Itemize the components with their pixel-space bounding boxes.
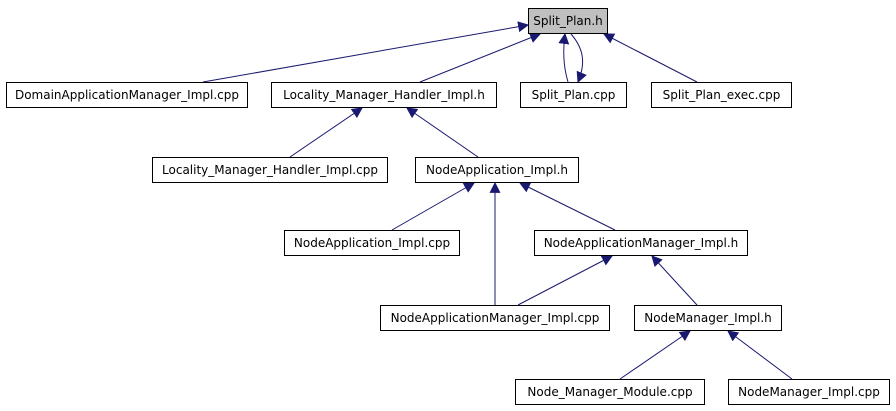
edge-nodeappmgr-cpp-to-nodeappmgr-h (517, 255, 613, 306)
edge-locality-mgr-h-to-split-plan-h (419, 32, 542, 83)
edge-split-plan-h-to-split-plan-cpp (570, 33, 587, 84)
node-nodeapplicationmanager-impl-cpp[interactable]: NodeApplicationManager_Impl.cpp (380, 305, 610, 331)
node-domainapplicationmanager-impl-cpp[interactable]: DomainApplicationManager_Impl.cpp (6, 82, 248, 108)
edge-nodemgr-cpp-to-nodemgr-h (727, 330, 793, 380)
node-nodeapplicationmanager-impl-h[interactable]: NodeApplicationManager_Impl.h (534, 230, 748, 256)
edge-nodeapp-h-to-locality-mgr-h (406, 107, 479, 158)
edge-nodemgr-h-to-nodeappmgr-h (651, 255, 698, 306)
edge-node-mgr-module-cpp-to-nodemgr-h (619, 330, 691, 380)
node-split-plan-cpp[interactable]: Split_Plan.cpp (520, 82, 627, 108)
edge-split-plan-exec-cpp-to-split-plan-h (603, 33, 698, 83)
node-locality-manager-handler-impl-cpp[interactable]: Locality_Manager_Handler_Impl.cpp (152, 157, 388, 183)
node-nodemanager-impl-cpp[interactable]: NodeManager_Impl.cpp (728, 379, 890, 405)
node-nodeapplication-impl-h[interactable]: NodeApplication_Impl.h (415, 157, 579, 183)
edge-split-plan-cpp-to-split-plan-h (558, 32, 570, 83)
node-nodemanager-impl-h[interactable]: NodeManager_Impl.h (634, 305, 782, 331)
edge-nodeappmgr-h-to-nodeapp-h (519, 182, 616, 231)
edge-locality-mgr-cpp-to-locality-mgr-h (289, 107, 363, 158)
node-nodeapplication-impl-cpp[interactable]: NodeApplication_Impl.cpp (284, 230, 460, 256)
edge-nodeapp-cpp-to-nodeapp-h (391, 182, 475, 231)
node-node-manager-module-cpp[interactable]: Node_Manager_Module.cpp (515, 379, 705, 405)
node-split-plan-h: Split_Plan.h (528, 8, 608, 34)
node-split-plan-exec-cpp[interactable]: Split_Plan_exec.cpp (651, 82, 792, 108)
node-locality-manager-handler-impl-h[interactable]: Locality_Manager_Handler_Impl.h (271, 82, 497, 108)
edge-domainappmgr-cpp-to-split-plan-h (202, 21, 530, 83)
